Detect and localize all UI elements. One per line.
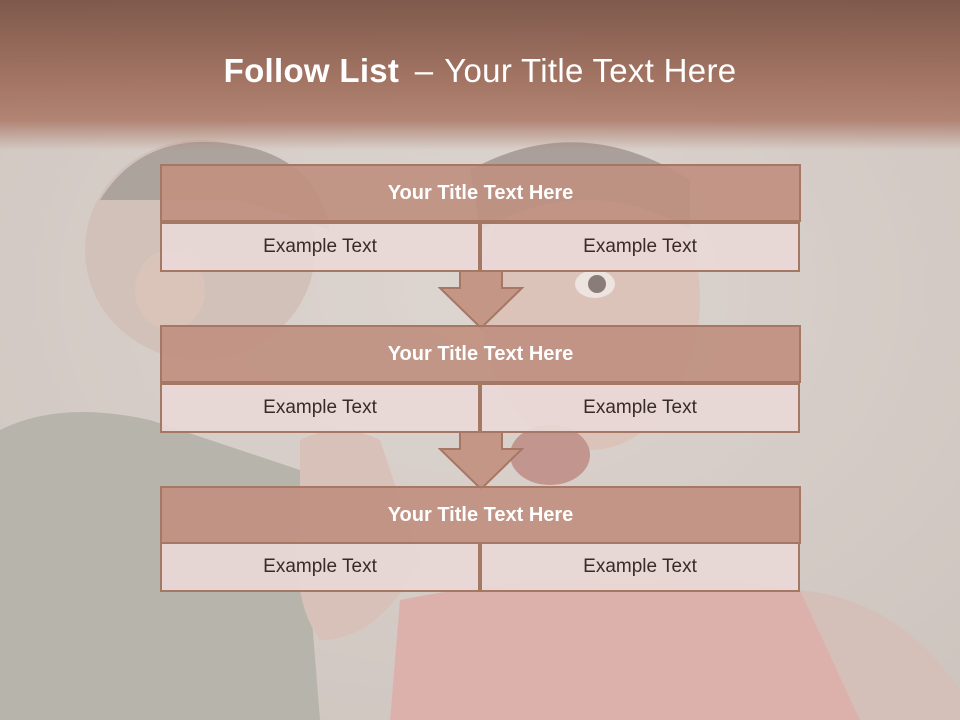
block-title: Your Title Text Here — [160, 486, 801, 544]
down-arrow-icon — [438, 431, 524, 491]
block-title: Your Title Text Here — [160, 325, 801, 383]
title-rest: Your Title Text Here — [444, 52, 737, 89]
block-title: Your Title Text Here — [160, 164, 801, 222]
block-cell-right: Example Text — [480, 222, 800, 272]
slide-title: Follow List – Your Title Text Here — [0, 52, 960, 90]
block-cell-left: Example Text — [160, 542, 480, 592]
title-bold: Follow List — [223, 52, 400, 89]
block-cell-right: Example Text — [480, 383, 800, 433]
down-arrow-icon — [438, 270, 524, 330]
block-cell-left: Example Text — [160, 222, 480, 272]
header-band — [0, 0, 960, 150]
title-separator: – — [414, 52, 434, 89]
block-cell-left: Example Text — [160, 383, 480, 433]
block-cell-right: Example Text — [480, 542, 800, 592]
